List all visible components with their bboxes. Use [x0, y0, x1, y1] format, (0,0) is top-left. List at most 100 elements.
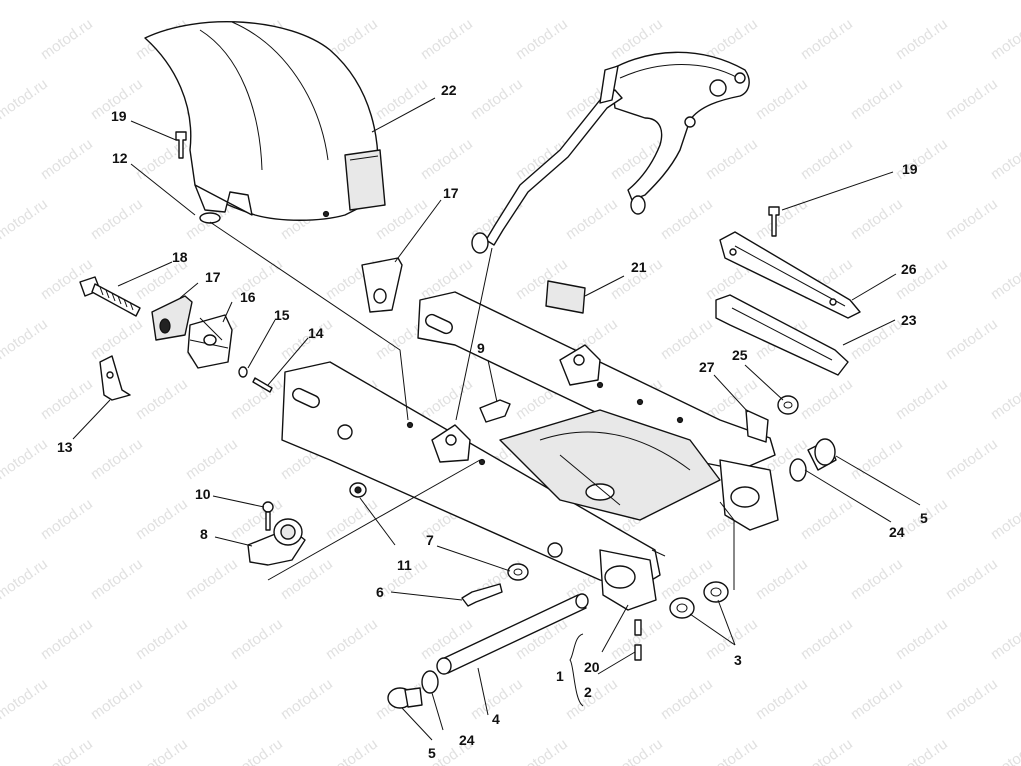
callout-20: 20 [584, 659, 600, 675]
watermark-text: motod.ru [848, 0, 906, 3]
watermark-text: motod.ru [418, 135, 476, 183]
watermark-text: motod.ru [988, 15, 1021, 63]
callout-19-left: 19 [111, 108, 127, 124]
callout-18: 18 [172, 249, 188, 265]
watermark-text: motod.ru [943, 675, 1001, 723]
part-26-chain-slider [719, 231, 861, 319]
watermark-text: motod.ru [943, 75, 1001, 123]
watermark-text: motod.ru [658, 0, 716, 3]
swingarm [281, 291, 779, 611]
callout-9: 9 [477, 340, 485, 356]
part-18-adjuster-bolt [79, 276, 141, 317]
watermark-text: motod.ru [183, 675, 241, 723]
watermark-text: motod.ru [38, 375, 96, 423]
watermark-text: motod.ru [88, 435, 146, 483]
watermark-text: motod.ru [893, 615, 951, 663]
watermark-text: motod.ru [848, 675, 906, 723]
watermark-text: motod.ru [0, 615, 1, 663]
watermark-text: motod.ru [323, 735, 381, 766]
part-14-screw [252, 377, 273, 393]
watermark-text: motod.ru [893, 375, 951, 423]
callout-26: 26 [901, 261, 917, 277]
callout-4: 4 [492, 711, 500, 727]
part-15-washer [238, 366, 248, 378]
watermark-text: motod.ru [608, 735, 666, 766]
callout-5-left: 5 [428, 745, 436, 761]
leader-lines [72, 97, 921, 741]
callout-1: 1 [556, 668, 564, 684]
watermark-text: motod.ru [943, 0, 1001, 3]
watermark-text: motod.ru [703, 135, 761, 183]
watermark-text: motod.ru [228, 735, 286, 766]
callout-7: 7 [426, 532, 434, 548]
watermark-text: motod.ru [88, 0, 146, 3]
watermark-text: motod.ru [88, 675, 146, 723]
watermark-text: motod.ru [513, 15, 571, 63]
part-21-pad [545, 280, 586, 314]
callout-25: 25 [732, 347, 748, 363]
callout-27: 27 [699, 359, 715, 375]
callout-2: 2 [584, 684, 592, 700]
watermark-text: motod.ru [0, 135, 1, 183]
part-22-rear-hugger [144, 21, 386, 224]
callout-12: 12 [112, 150, 128, 166]
callout-5-right: 5 [920, 510, 928, 526]
watermark-text: motod.ru [133, 375, 191, 423]
watermark-text: motod.ru [38, 735, 96, 766]
watermark-text: motod.ru [658, 675, 716, 723]
callout-15: 15 [274, 307, 290, 323]
watermark-text: motod.ru [513, 735, 571, 766]
watermark-text: motod.ru [893, 735, 951, 766]
part-4-pivot-shaft [436, 593, 589, 675]
watermark-text: motod.ru [468, 75, 526, 123]
watermark-text: motod.ru [0, 495, 1, 543]
part-23-guide-plate [715, 294, 849, 376]
watermark-text: motod.ru [133, 495, 191, 543]
watermark-text: motod.ru [418, 375, 476, 423]
watermark-text: motod.ru [0, 675, 51, 723]
callout-10: 10 [195, 486, 211, 502]
watermark-text: motod.ru [658, 315, 716, 363]
watermark-text: motod.ru [38, 135, 96, 183]
watermark-text: motod.ru [88, 315, 146, 363]
watermark-text: motod.ru [988, 615, 1021, 663]
part-24-ring-right [789, 458, 807, 482]
watermark-text: motod.ru [183, 555, 241, 603]
watermark-text: motod.ru [0, 315, 51, 363]
watermark-text: motod.ru [468, 0, 526, 3]
part-19-screw-right [768, 206, 780, 237]
callout-11: 11 [397, 557, 412, 573]
part-25-nut [777, 395, 799, 415]
part-7-washer [507, 563, 529, 581]
watermark-text: motod.ru [798, 495, 856, 543]
callout-23: 23 [901, 312, 917, 328]
callout-17-top: 17 [443, 185, 459, 201]
watermark-text: motod.ru [418, 15, 476, 63]
watermark-text: motod.ru [798, 375, 856, 423]
watermark-text: motod.ru [753, 675, 811, 723]
watermark-text: motod.ru [753, 0, 811, 3]
chain-guard-bracket [471, 51, 750, 254]
watermark-text: motod.ru [88, 195, 146, 243]
part-20-screw [634, 619, 642, 636]
watermark-text: motod.ru [943, 195, 1001, 243]
watermark-text: motod.ru [0, 75, 51, 123]
watermark-text: motod.ru [848, 195, 906, 243]
part-3-washers [669, 581, 729, 619]
watermark-text: motod.ru [703, 735, 761, 766]
callout-labels: 1 2 3 4 5 5 6 7 8 9 10 11 12 13 14 15 16… [57, 82, 928, 761]
callout-22: 22 [441, 82, 457, 98]
watermark-text: motod.ru [323, 615, 381, 663]
part-9-bolt [479, 399, 511, 423]
watermark-text: motod.ru [988, 135, 1021, 183]
watermark-text: motod.ru [38, 495, 96, 543]
watermark-text: motod.ru [943, 435, 1001, 483]
callout-6: 6 [376, 584, 384, 600]
watermark-text: motod.ru [703, 615, 761, 663]
watermark-text: motod.ru [988, 495, 1021, 543]
callout-3: 3 [734, 652, 742, 668]
part-5-cap-left [387, 687, 423, 709]
watermark-text: motod.ru [183, 0, 241, 3]
watermark-text: motod.ru [0, 255, 1, 303]
